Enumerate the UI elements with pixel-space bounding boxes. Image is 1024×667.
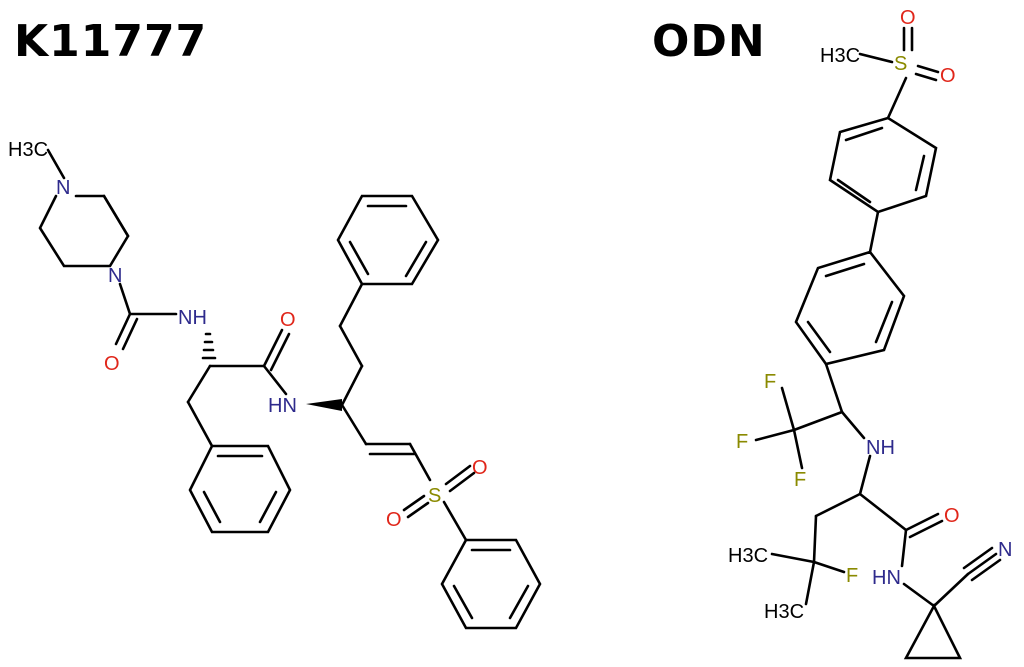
- atom-label-methyl: H3C: [8, 139, 48, 161]
- atom-label-fluorine: F: [794, 469, 806, 491]
- bond: [262, 328, 284, 368]
- bond: [970, 558, 1002, 582]
- molecule-k11777: H3C N N O NH O HN S O O: [8, 139, 542, 630]
- bond: [402, 494, 426, 512]
- bond: [908, 519, 944, 539]
- atom-label-fluorine: F: [736, 431, 748, 453]
- bond: [338, 324, 364, 368]
- bond: [780, 386, 796, 432]
- bond: [448, 471, 476, 493]
- hashed-wedge: [201, 332, 217, 360]
- bond: [338, 282, 364, 328]
- bond: [121, 317, 139, 351]
- bond: [858, 454, 872, 496]
- bond: [858, 52, 894, 64]
- atom-label-fluorine: F: [764, 371, 776, 393]
- bond: [340, 403, 368, 446]
- atom-label-oxygen: O: [104, 353, 120, 375]
- bond: [966, 552, 998, 576]
- bond: [812, 514, 818, 564]
- bond: [824, 362, 844, 414]
- atom-label-oxygen: O: [900, 7, 916, 29]
- bond: [868, 210, 880, 254]
- bond: [804, 560, 816, 606]
- atom-label-sulfur: S: [428, 485, 441, 507]
- cyclopropane-ring: [903, 603, 963, 660]
- bond: [770, 552, 816, 564]
- atom-label-hn: HN: [268, 395, 297, 417]
- bond: [186, 400, 214, 448]
- bond: [932, 572, 970, 608]
- bond: [792, 428, 804, 470]
- atom-label-methyl: H3C: [820, 45, 860, 67]
- molecule-title-odn: ODN: [652, 16, 766, 67]
- atom-label-oxygen: O: [940, 65, 956, 87]
- bond: [900, 528, 908, 568]
- benzene-ring: [440, 538, 542, 630]
- bond: [812, 560, 846, 574]
- bond: [102, 194, 130, 238]
- bond: [444, 464, 472, 486]
- bond: [114, 312, 132, 346]
- atom-label-nitrogen: N: [108, 265, 122, 287]
- atom-label-nitrogen: N: [998, 539, 1012, 561]
- bond: [814, 492, 862, 518]
- bond: [406, 501, 430, 519]
- bond: [858, 492, 908, 532]
- solid-wedge: [306, 399, 342, 411]
- atom-label-nitrogen: N: [56, 177, 70, 199]
- bond: [186, 364, 212, 404]
- bond: [442, 500, 468, 542]
- atom-label-oxygen: O: [280, 309, 296, 331]
- bond: [840, 410, 866, 440]
- benzene-ring: [336, 194, 440, 286]
- bond: [46, 148, 66, 180]
- atom-label-hn: HN: [872, 567, 901, 589]
- atom-label-nh: NH: [866, 437, 895, 459]
- bond: [902, 582, 936, 608]
- atom-label-fluorine: F: [846, 565, 858, 587]
- bond: [262, 364, 288, 396]
- benzene-ring: [188, 444, 292, 534]
- atom-label-sulfur: S: [894, 53, 907, 75]
- bond: [792, 410, 844, 432]
- molecule-title-k11777: K11777: [14, 16, 208, 67]
- bond: [340, 364, 364, 407]
- benzene-ring: [828, 116, 938, 214]
- atom-label-oxygen: O: [386, 509, 402, 531]
- atom-label-oxygen: O: [472, 457, 488, 479]
- piperazine-ring: [38, 194, 130, 268]
- atom-label-oxygen: O: [944, 505, 960, 527]
- molecule-odn: H3C S O O F F F NH O H3C F HN H3C N: [728, 7, 1012, 660]
- atom-label-nh: NH: [178, 307, 207, 329]
- bond: [754, 428, 796, 442]
- bond: [408, 442, 432, 482]
- bond: [269, 332, 291, 372]
- bond: [962, 546, 994, 570]
- bond: [914, 72, 938, 82]
- atom-label-methyl: H3C: [764, 601, 804, 623]
- atom-label-methyl: H3C: [728, 545, 768, 567]
- bond: [916, 64, 940, 74]
- bond: [904, 512, 940, 532]
- bond: [118, 282, 132, 316]
- bond: [886, 76, 908, 120]
